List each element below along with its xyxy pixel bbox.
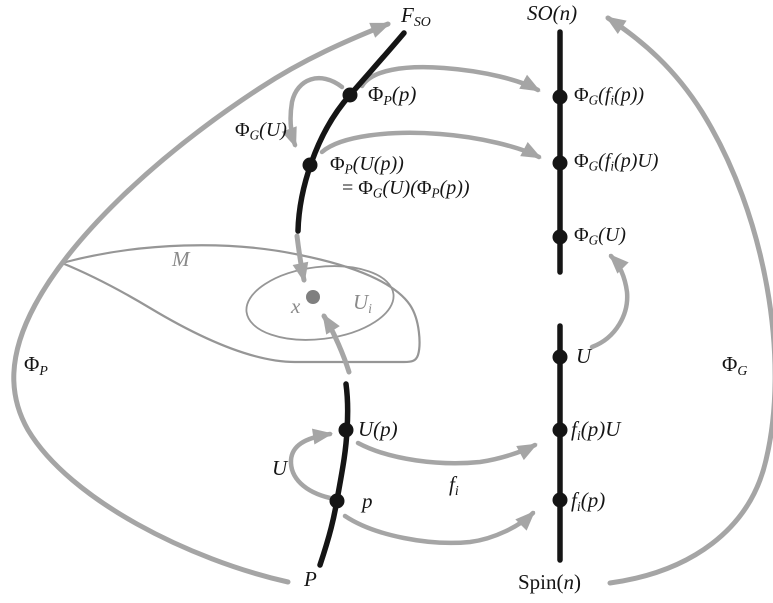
label-phi-p-map: ΦP (24, 352, 48, 378)
fso-fiber-projection-to-x-arrow (292, 233, 309, 283)
label-x-point: x (291, 294, 301, 318)
u-to-phi-g-u-arrow (589, 253, 630, 350)
label-u-i-chart: Ui (353, 290, 373, 316)
label-spin-n: Spin(n) (518, 570, 582, 594)
label-phi-p-p: ΦP(p) (368, 82, 417, 108)
label-phi-g-u-loop: ΦG(U) (235, 119, 287, 143)
label-u-loop: U (272, 456, 288, 480)
label-u-node: U (576, 344, 592, 368)
label-p-bundle: P (304, 567, 317, 591)
phi-g-outer-arc-arrow (605, 15, 773, 586)
p-fiber-projection-to-x-arrow (321, 313, 352, 375)
label-m-manifold: M (172, 247, 190, 271)
label-phi-p-up-line2: = ΦG(U)(ΦP(p)) (342, 177, 470, 201)
up-to-fi-pu-arrow (355, 440, 538, 466)
label-phi-p-up-line1: ΦP(U(p)) (330, 153, 404, 177)
phi-p-outer-arc-arrow (11, 21, 391, 585)
node-dot-phi-g-fi-pu (552, 155, 568, 171)
label-fi-pu-node: fi(p)U (571, 417, 621, 443)
chart-ui-ellipse (245, 265, 395, 341)
node-dot-fi-pu (552, 422, 568, 438)
u-action-loop-arrow (288, 428, 333, 501)
node-dots (302, 87, 568, 509)
node-dot-up (338, 422, 354, 438)
label-fi-p-node: fi(p) (571, 488, 606, 514)
label-p-node: p (362, 489, 373, 513)
manifold-m-outline (60, 244, 421, 364)
node-dot-phi-g-fi-p (552, 89, 568, 105)
label-phi-g-fi-p: ΦG(fi(p)) (574, 84, 645, 108)
label-phi-g-fi-pu: ΦG(fi(p)U) (574, 150, 659, 174)
node-dot-u (552, 349, 568, 365)
node-dot-fi-p (552, 492, 568, 508)
phi-g-u-action-loop-arrow (281, 75, 345, 148)
label-phi-g-u-node: ΦG(U) (574, 224, 626, 248)
label-so-n: SO(n) (527, 1, 578, 25)
node-dot-p (329, 493, 345, 509)
label-f-so: FSO (401, 3, 431, 29)
label-u-p-node: U(p) (358, 417, 398, 441)
phi-p-p-to-phi-g-fi-p-arrow (359, 64, 541, 93)
p-to-fi-p-arrow (342, 510, 536, 546)
label-phi-g-map: ΦG (722, 352, 748, 378)
p-fiber-curve (317, 381, 351, 568)
node-dot-phi-p-p (342, 87, 358, 103)
phi-p-up-to-phi-g-fi-pu-arrow (319, 130, 542, 160)
node-dot-phi-g-u (552, 229, 568, 245)
base-point-x-dot (306, 290, 320, 304)
label-f-i-map: fi (449, 472, 459, 498)
node-dot-phi-p-up (302, 157, 318, 173)
